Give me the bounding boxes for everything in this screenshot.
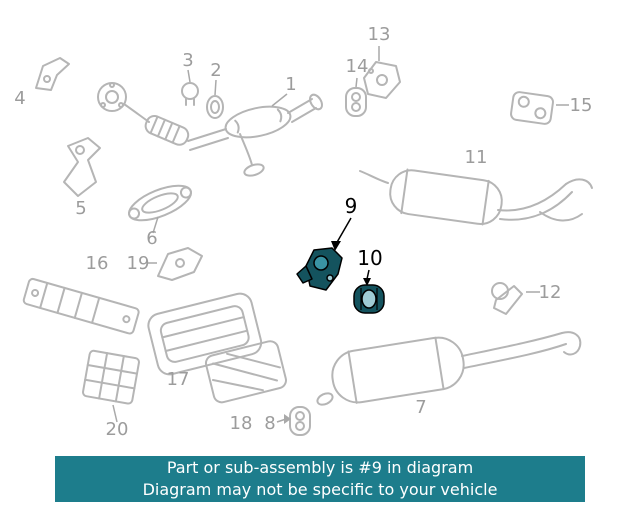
part-label-7: 7 bbox=[415, 397, 426, 418]
part-9-bracket-tab bbox=[296, 265, 313, 284]
part-9-bracket-hole bbox=[326, 274, 334, 282]
part-label-1: 1 bbox=[285, 74, 296, 95]
part-15-bracket bbox=[510, 91, 554, 125]
part-14-rubber-hanger bbox=[345, 87, 367, 117]
part-label-8: 8 bbox=[264, 413, 275, 434]
part-8-rubber-hanger bbox=[289, 406, 311, 436]
leader-lines bbox=[112, 46, 569, 424]
part-18-heat-shield bbox=[204, 340, 287, 404]
part-1-front-pipe-catalytic-converter bbox=[97, 82, 323, 177]
part-label-9-highlighted: 9 bbox=[345, 194, 358, 218]
part-label-6: 6 bbox=[146, 228, 157, 249]
arrowhead-9 bbox=[331, 241, 341, 251]
part-label-3: 3 bbox=[182, 50, 193, 71]
part-11-rear-muffler bbox=[359, 168, 593, 226]
arrowhead-10 bbox=[363, 278, 371, 286]
part-9-bracket-boss bbox=[313, 255, 329, 271]
part-6-flange-gasket bbox=[128, 184, 192, 222]
part-label-14: 14 bbox=[346, 56, 369, 77]
part-label-13: 13 bbox=[368, 24, 391, 45]
part-label-19: 19 bbox=[127, 253, 150, 274]
part-label-18: 18 bbox=[230, 413, 253, 434]
part-17-heat-shield bbox=[147, 292, 263, 376]
part-label-5: 5 bbox=[75, 198, 86, 219]
info-banner: Part or sub-assembly is #9 in diagram Di… bbox=[55, 456, 585, 502]
part-19-bracket bbox=[157, 247, 203, 281]
part-5-bracket bbox=[63, 137, 101, 197]
part-10-rubber-hanger-highlighted bbox=[353, 284, 385, 314]
part-label-20: 20 bbox=[106, 419, 129, 440]
part-10-hanger-hole bbox=[361, 289, 377, 309]
part-9-mounting-bracket-highlighted bbox=[296, 247, 343, 291]
part-16-crossmember bbox=[22, 277, 140, 335]
part-label-16: 16 bbox=[86, 253, 109, 274]
part-2-gasket bbox=[206, 95, 224, 119]
part-label-12: 12 bbox=[539, 282, 562, 303]
part-13-bracket bbox=[363, 61, 401, 99]
part-20-heat-shield bbox=[82, 349, 140, 405]
arrowhead-8 bbox=[284, 414, 291, 424]
part-label-2: 2 bbox=[210, 60, 221, 81]
part-7-middle-muffler bbox=[316, 331, 582, 406]
part-label-10-highlighted: 10 bbox=[357, 246, 382, 270]
part-3-clamp bbox=[181, 82, 199, 106]
part-label-11: 11 bbox=[465, 147, 488, 168]
part-label-4: 4 bbox=[14, 88, 25, 109]
part-label-15: 15 bbox=[570, 95, 593, 116]
banner-line-1: Part or sub-assembly is #9 in diagram bbox=[166, 458, 474, 477]
part-label-17: 17 bbox=[167, 369, 190, 390]
part-4-bracket bbox=[35, 57, 70, 91]
banner-line-2: Diagram may not be specific to your vehi… bbox=[142, 480, 498, 499]
part-12-hanger-bracket bbox=[491, 282, 523, 315]
